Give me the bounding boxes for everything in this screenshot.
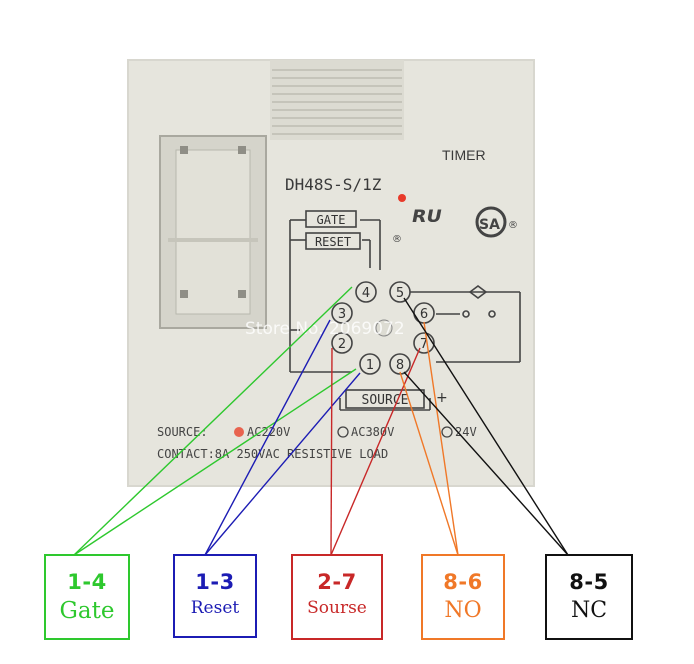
gate-terminal-box <box>305 210 357 228</box>
model-label: DH48S-S/1Z <box>285 175 382 194</box>
source-prefix: SOURCE: <box>157 425 208 439</box>
contact-rating: CONTACT:8A 250VAC RESISTIVE LOAD <box>157 447 388 461</box>
gate-terminal-label: GATE <box>317 213 346 227</box>
label-no: 8-6 NO <box>421 554 505 640</box>
pin-3: 3 <box>338 307 346 322</box>
label-source: 2-7 Sourse <box>291 554 383 640</box>
pin-4: 4 <box>362 286 370 301</box>
label-nc: 8-5 NC <box>545 554 633 640</box>
timer-label: TIMER <box>442 147 486 163</box>
label-nc-name: NC <box>570 598 608 623</box>
label-gate-pins: 1-4 <box>67 570 107 594</box>
label-reset-name: Reset <box>190 598 240 618</box>
source-option3-radio <box>441 426 453 438</box>
pin-socket: 4 5 3 6 2 7 1 8 <box>331 281 435 375</box>
pin-5: 5 <box>396 286 404 301</box>
label-reset-pins: 1-3 <box>195 570 235 594</box>
reset-terminal-box <box>305 232 361 250</box>
dial-recess <box>159 135 267 329</box>
source-option2-radio <box>337 426 349 438</box>
source-option2: AC380V <box>351 425 394 439</box>
source-option1: AC220V <box>247 425 290 439</box>
connector-gate <box>73 286 357 556</box>
svg-text:®: ® <box>392 234 402 245</box>
svg-text:SA: SA <box>479 217 500 233</box>
label-no-pins: 8-6 <box>443 570 483 594</box>
connector-reset <box>204 319 361 556</box>
label-gate-name: Gate <box>59 598 115 624</box>
pin-8: 8 <box>396 358 404 373</box>
pin-2: 2 <box>338 337 346 352</box>
label-gate: 1-4 Gate <box>44 554 130 640</box>
reset-terminal-label: RESET <box>315 235 351 249</box>
svg-text:ᴿᵁ: ᴿᵁ <box>412 205 442 240</box>
vent-grille <box>270 60 404 140</box>
plus-sign: + <box>436 390 448 406</box>
ul-mark: ᴿᵁ ® <box>392 205 442 245</box>
indicator-led <box>398 194 406 202</box>
source-terminal-label: SOURCE <box>362 393 409 408</box>
connector-lines <box>73 286 569 556</box>
connector-nc <box>403 297 569 556</box>
label-nc-pins: 8-5 <box>569 570 609 594</box>
pin-6: 6 <box>420 307 428 322</box>
label-no-name: NO <box>444 598 482 623</box>
pin-7: 7 <box>420 337 428 352</box>
label-reset: 1-3 Reset <box>173 554 257 638</box>
source-terminal-box <box>345 389 425 409</box>
csa-mark: SA ® <box>475 206 518 238</box>
label-source-pins: 2-7 <box>317 570 357 594</box>
source-option1-radio <box>234 427 244 437</box>
pin-1: 1 <box>366 358 374 373</box>
connector-source <box>330 347 421 556</box>
label-source-name: Sourse <box>307 598 367 618</box>
svg-text:®: ® <box>508 220 518 231</box>
connector-no <box>399 321 459 556</box>
